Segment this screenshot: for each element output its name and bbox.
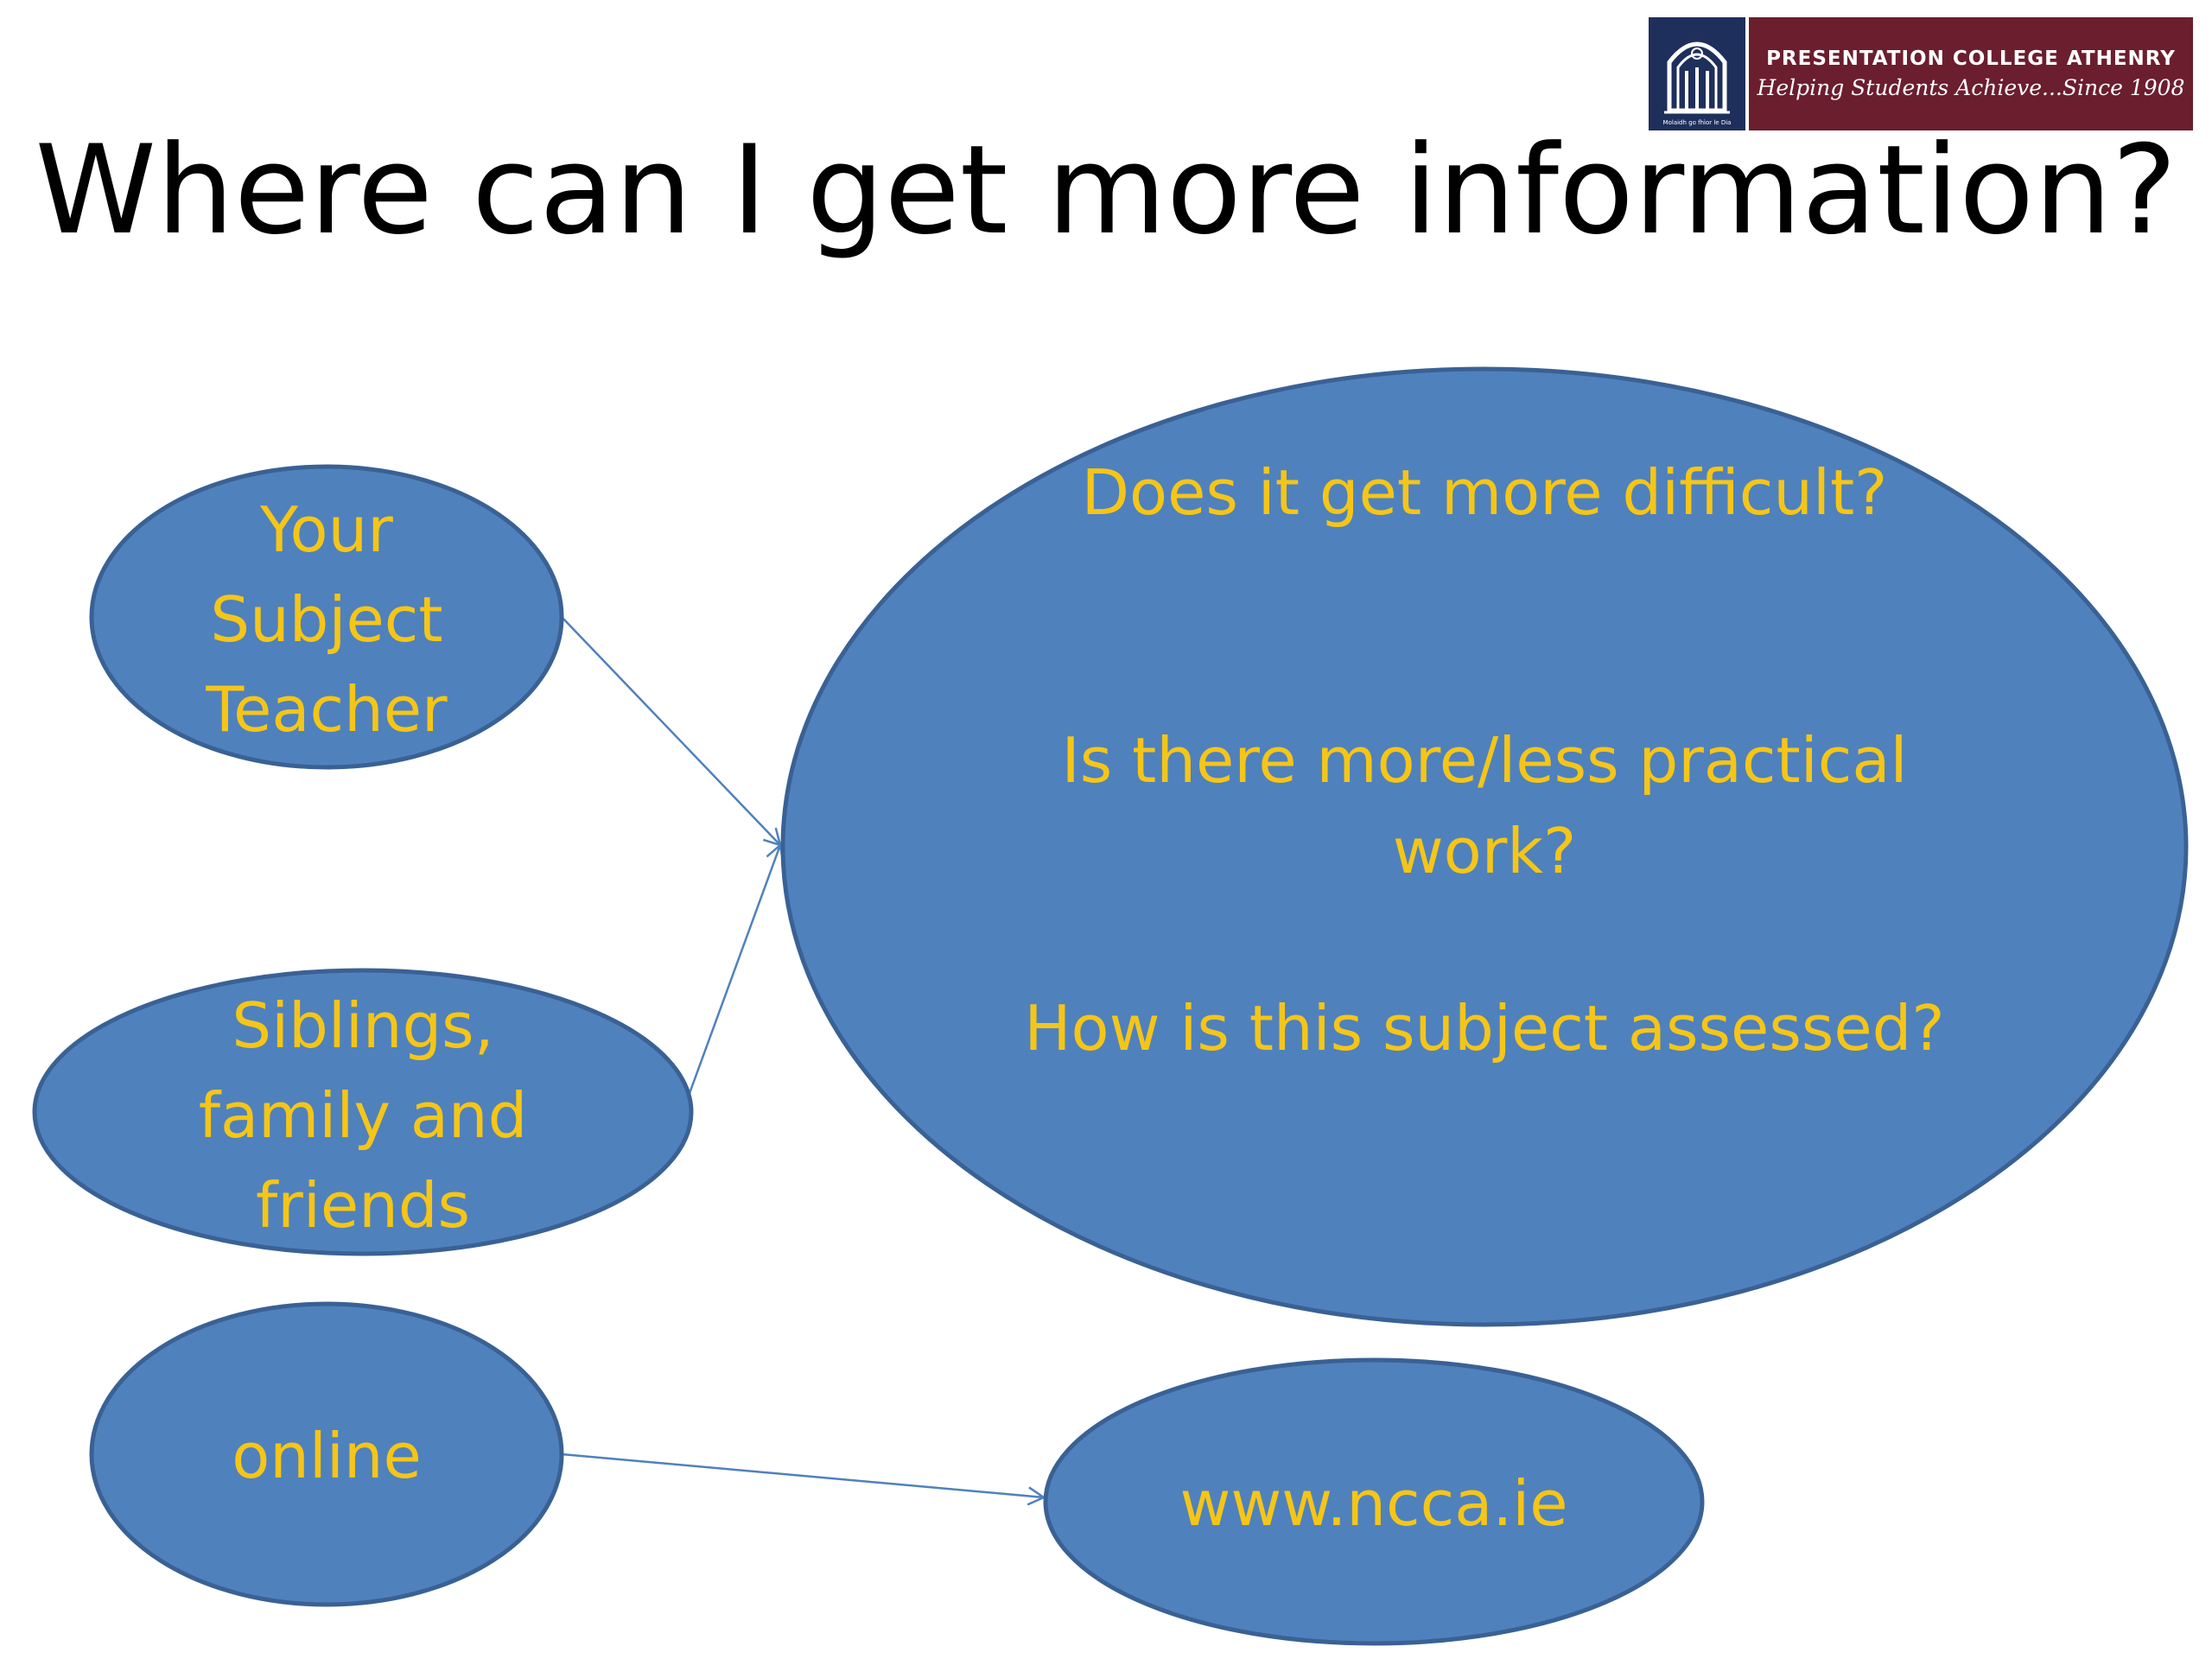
source-family-bubble: Siblings, family and friends: [32, 968, 694, 1256]
question-practical-line1: Is there more/less practical: [1062, 724, 1908, 797]
school-logo: Molaidh go fhìor le Dia PRESENTATION COL…: [1649, 17, 2193, 130]
school-crest-icon: Molaidh go fhìor le Dia: [1649, 17, 1745, 130]
source-online-label: online: [232, 1420, 422, 1492]
church-window-icon: Molaidh go fhìor le Dia: [1649, 17, 1745, 130]
source-teacher-line3: Teacher: [205, 673, 448, 746]
connector-teacher-to-questions: [561, 616, 782, 847]
source-teacher-line2: Subject: [210, 583, 442, 656]
source-subject-teacher-bubble: Your Subject Teacher: [89, 464, 564, 770]
source-teacher-line1: Your: [259, 493, 393, 566]
source-family-line1: Siblings,: [232, 989, 493, 1062]
question-difficulty: Does it get more difficult?: [1082, 456, 1888, 529]
source-family-line3: friends: [256, 1169, 470, 1242]
slide-title: Where can I get more information?: [35, 119, 2177, 262]
source-online-bubble: online: [89, 1301, 564, 1607]
questions-bubble: Does it get more difficult? Is there mor…: [780, 366, 2189, 1327]
school-banner: PRESENTATION COLLEGE ATHENRY Helping Stu…: [1749, 17, 2193, 130]
source-family-line2: family and: [199, 1079, 528, 1152]
question-practical-line2: work?: [1393, 815, 1576, 887]
website-bubble[interactable]: www.ncca.ie: [1043, 1357, 1705, 1646]
svg-text:Molaidh go fhìor le Dia: Molaidh go fhìor le Dia: [1663, 119, 1732, 126]
connector-online-to-website: [561, 1452, 1046, 1506]
school-name: PRESENTATION COLLEGE ATHENRY: [1766, 48, 2176, 70]
website-link[interactable]: www.ncca.ie: [1179, 1467, 1567, 1540]
connector-family-to-questions: [687, 842, 785, 1096]
school-tagline: Helping Students Achieve...Since 1908: [1757, 75, 2185, 100]
question-assessment: How is this subject assessed?: [1024, 992, 1944, 1065]
